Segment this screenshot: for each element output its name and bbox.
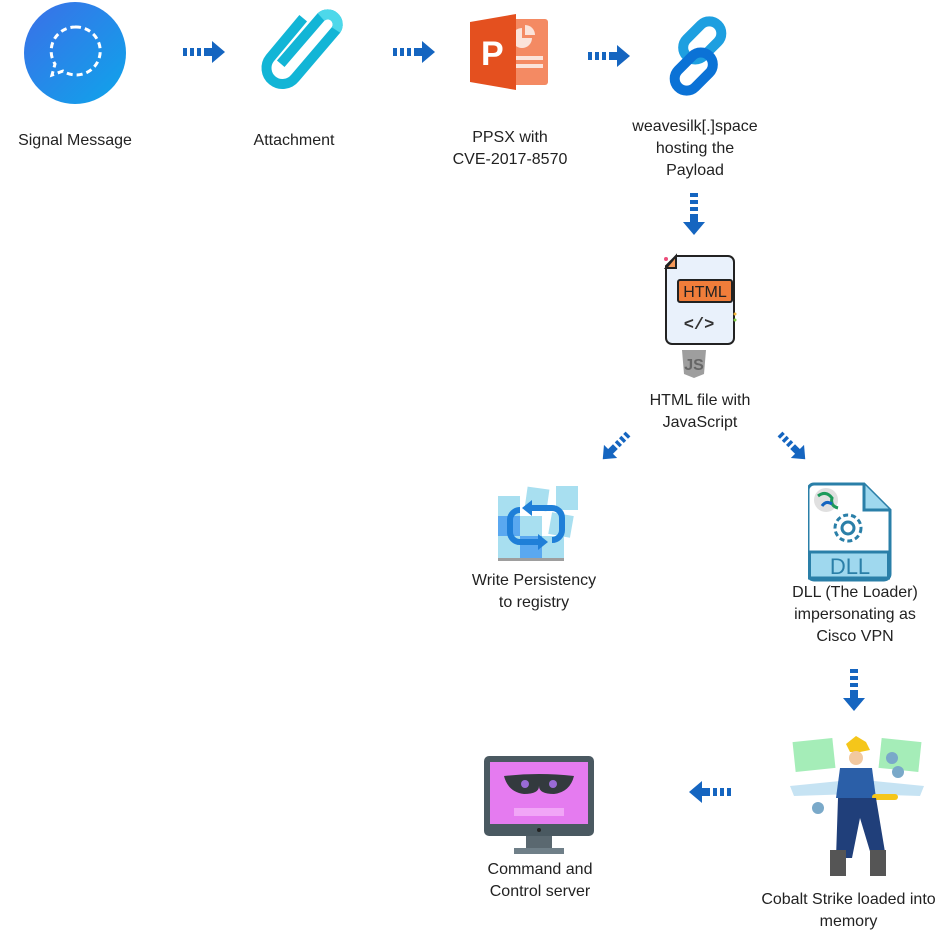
cobalt-strike-icon	[790, 736, 926, 882]
powerpoint-icon: P	[470, 14, 550, 90]
svg-text:</>: </>	[684, 316, 715, 335]
registry-icon	[498, 486, 580, 562]
arrow-ppsx-to-link	[588, 45, 630, 67]
node-label-registry: Write Persistency to registry	[471, 572, 597, 611]
svg-text:P: P	[481, 35, 504, 73]
arrow-dll-to-cobalt	[843, 669, 865, 711]
chain-link-icon	[656, 14, 740, 98]
node-label-signal: Signal Message	[18, 132, 132, 149]
paperclip-icon	[248, 8, 352, 100]
signal-messenger-icon	[24, 2, 126, 104]
c2-monitor-icon	[482, 754, 596, 856]
node-label-attachment: Attachment	[253, 132, 335, 149]
node-label-ppsx: PPSX with CVE-2017-8570	[452, 129, 568, 168]
node-label-c2: Command and Control server	[487, 861, 593, 900]
arrow-link-to-html	[683, 193, 705, 235]
html-file-icon: HTML </> JS	[660, 250, 740, 380]
arrow-cobalt-to-c2	[689, 781, 731, 803]
svg-text:DLL: DLL	[830, 554, 870, 579]
node-label-dll: DLL (The Loader) impersonating as Cisco …	[792, 584, 918, 645]
node-label-cobalt: Cobalt Strike loaded into memory	[761, 891, 936, 930]
arrow-attachment-to-ppsx	[393, 41, 435, 63]
dll-file-icon: DLL	[806, 482, 892, 582]
svg-text:HTML: HTML	[683, 284, 727, 301]
node-label-html: HTML file with JavaScript	[649, 392, 751, 431]
svg-text:JS: JS	[684, 357, 704, 374]
arrow-html-to-dll	[774, 430, 812, 466]
arrow-html-to-registry	[596, 430, 635, 466]
arrow-signal-to-attachment	[183, 41, 225, 63]
node-label-link: weavesilk[.]space hosting the Payload	[632, 118, 758, 179]
